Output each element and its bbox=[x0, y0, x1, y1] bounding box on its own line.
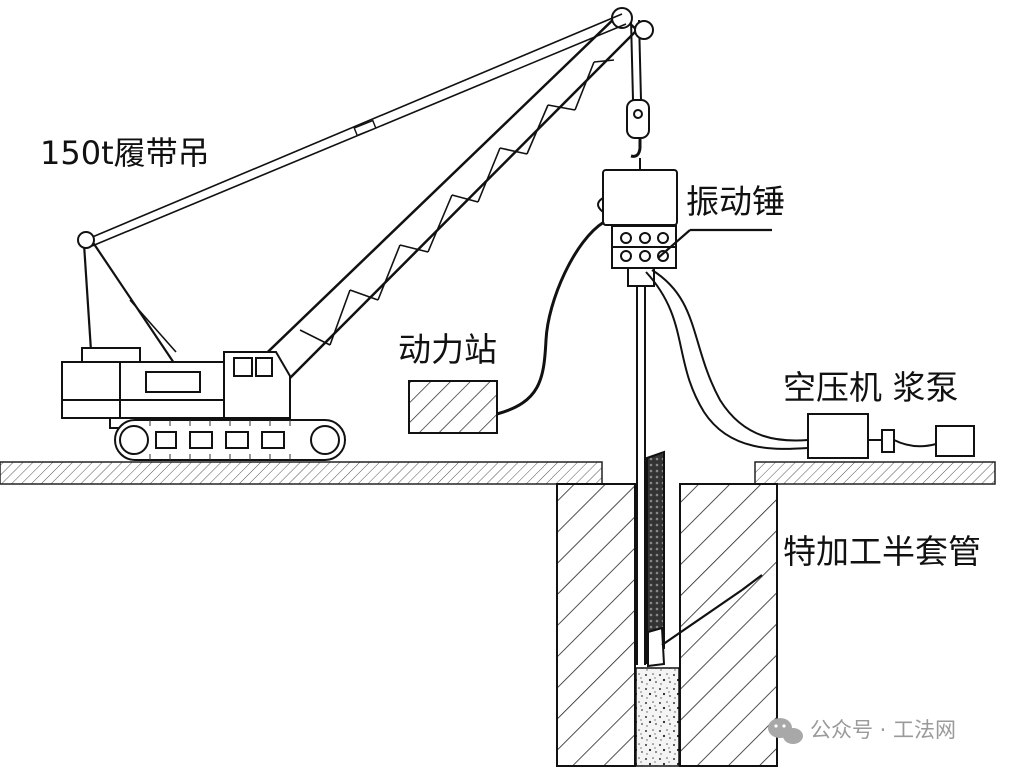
leader-lines bbox=[657, 228, 772, 646]
crawler-crane bbox=[61, 7, 654, 461]
label-vibratory-hammer: 振动锤 bbox=[686, 182, 785, 221]
vibratory-hammer bbox=[597, 169, 678, 269]
power-station bbox=[408, 380, 498, 434]
ground-surface bbox=[0, 461, 996, 485]
pit-soil bbox=[556, 483, 778, 767]
label-half-casing: 特加工半套管 bbox=[783, 532, 981, 571]
air-grout-hoses bbox=[645, 269, 809, 450]
label-crane: 150t履带吊 bbox=[40, 134, 210, 172]
watermark: 公众号 · 工法网 bbox=[768, 718, 956, 744]
hydraulic-hose bbox=[496, 220, 605, 416]
label-compressor-pump: 空压机 浆泵 bbox=[783, 368, 959, 407]
compressor-and-pump bbox=[807, 413, 975, 459]
wechat-icon bbox=[768, 718, 803, 744]
label-power-station: 动力站 bbox=[398, 330, 497, 369]
grout-column bbox=[635, 667, 680, 767]
casing-assembly bbox=[627, 267, 666, 668]
hook-block bbox=[626, 19, 650, 170]
watermark-text: 公众号 · 工法网 bbox=[810, 718, 956, 742]
